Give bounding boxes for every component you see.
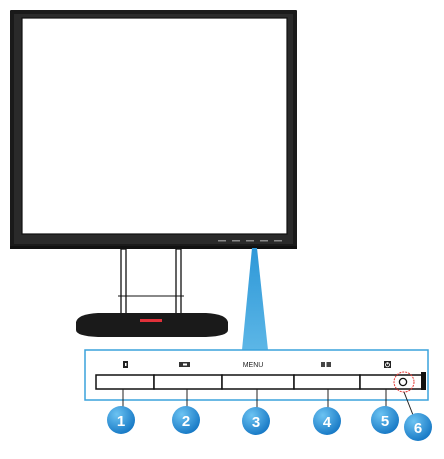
monitor-stand — [76, 248, 228, 337]
brightness-icon — [321, 362, 331, 367]
input-select-icon — [179, 362, 190, 367]
power-indicator-light — [398, 377, 408, 387]
splendid-icon — [123, 361, 128, 368]
control-panel: MENU — [84, 349, 429, 401]
stand-post-left — [120, 248, 127, 316]
stand-base-accent — [140, 319, 162, 322]
stand-post-right — [175, 248, 182, 316]
monitor — [10, 10, 297, 249]
svg-text:5: 5 — [381, 413, 389, 430]
callout-3: 3 — [242, 407, 270, 435]
menu-button[interactable] — [221, 374, 295, 390]
svg-text:4: 4 — [323, 414, 332, 431]
svg-text:3: 3 — [252, 414, 260, 431]
buttons-row — [95, 372, 426, 390]
monitor-bottom-edge — [10, 246, 297, 249]
input-select-button[interactable] — [153, 374, 223, 390]
zoom-beam — [242, 248, 268, 350]
callout-1: 1 — [107, 406, 135, 434]
brightness-button[interactable] — [293, 374, 361, 390]
callout-5: 5 — [371, 406, 399, 434]
callout-4: 4 — [313, 407, 341, 435]
monitor-screen — [21, 17, 288, 235]
panel-end-cap — [421, 372, 426, 390]
bezel-buttons — [218, 240, 282, 242]
splendid-button[interactable] — [95, 374, 155, 390]
menu-label: MENU — [243, 362, 264, 369]
svg-text:2: 2 — [182, 413, 190, 430]
power-icon — [384, 361, 391, 368]
svg-text:1: 1 — [117, 413, 125, 430]
callout-6: 6 — [404, 413, 432, 441]
callout-2: 2 — [172, 406, 200, 434]
svg-text:6: 6 — [414, 420, 422, 437]
stand-base — [76, 313, 228, 337]
